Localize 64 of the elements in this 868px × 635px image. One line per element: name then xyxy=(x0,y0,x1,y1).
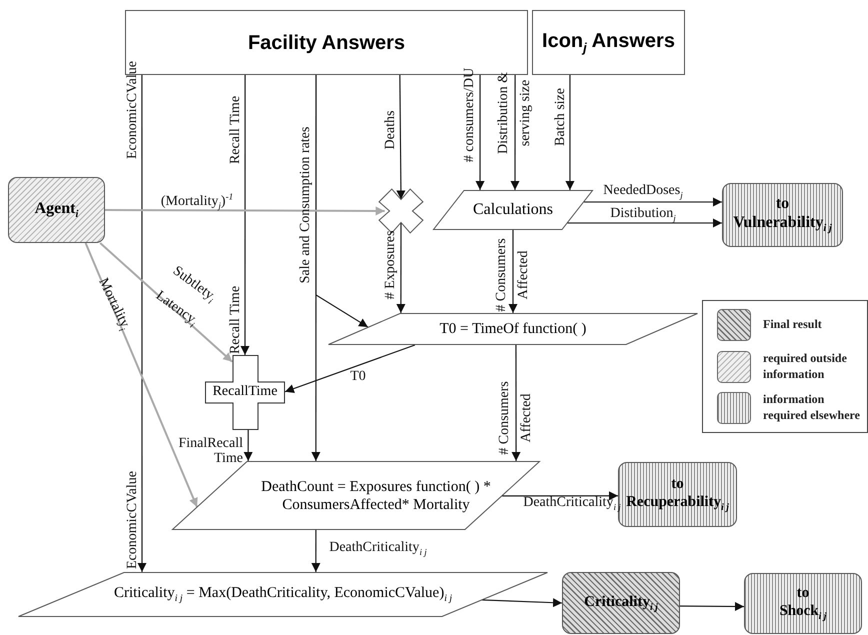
edge-label: T0 xyxy=(350,369,366,385)
arrow xyxy=(315,75,368,328)
arrow xyxy=(396,75,406,200)
edge-label: (Mortality$_{j}$)$^{-1}$ xyxy=(160,190,234,213)
arrow xyxy=(584,198,722,206)
edge-label: # Exposures xyxy=(383,230,399,300)
node-text: DeathCount = Exposures function( ) * ConsumersAffected* Mortality xyxy=(260,478,492,514)
node-text: Icon$_{j}$ Answers xyxy=(542,29,675,56)
edge-label: DeathCriticality$_{i j}$ xyxy=(329,540,427,559)
arrow xyxy=(396,224,406,313)
edge-label: EconomicCValue xyxy=(125,61,141,159)
input-box xyxy=(532,10,685,75)
arrow xyxy=(680,602,744,611)
process-parallelogram xyxy=(433,190,593,230)
result-box xyxy=(562,572,680,634)
edge-label: Deaths xyxy=(383,110,399,150)
edge-label: # Consumers Affected xyxy=(496,380,535,457)
edge-label: # consumers/DU xyxy=(462,68,478,162)
node-text: to Recuperability$_{i j}$ xyxy=(626,475,729,514)
line-label: EconomicCValue xyxy=(125,471,141,569)
arrow xyxy=(565,75,574,190)
node-text: Agent$_{i}$ xyxy=(34,198,78,222)
edge-label: FinalRecall Time xyxy=(177,436,243,466)
output-box xyxy=(618,462,737,527)
arrow xyxy=(512,345,521,461)
arrow xyxy=(510,75,520,190)
edge-label: Batch size xyxy=(553,88,569,146)
arrow xyxy=(138,75,147,572)
node-text: to Vulnerability$_{i j}$ xyxy=(733,194,832,236)
legend-text: information required elsewhere xyxy=(763,392,861,424)
arrow xyxy=(84,242,198,508)
output-box xyxy=(744,573,862,634)
node-text: to Shock$_{i j}$ xyxy=(779,584,827,623)
node-text: RecallTime xyxy=(212,384,278,401)
arrow xyxy=(99,242,233,362)
node-text: Calculations xyxy=(473,200,553,220)
arrow xyxy=(481,598,562,608)
arrow xyxy=(567,218,722,228)
process-parallelogram xyxy=(18,572,548,617)
node-text: T0 = TimeOf function( ) xyxy=(440,320,586,338)
arrow xyxy=(284,344,416,393)
line-label: Recall Time xyxy=(228,286,244,354)
agent-box xyxy=(8,177,105,243)
edge-label: Recall Time xyxy=(228,96,244,164)
plus-shape xyxy=(205,355,285,430)
node-text: Criticality$_{i j}$ xyxy=(584,592,658,614)
edge-label: # Consumers Affected xyxy=(493,237,532,314)
edge-label: DeathCriticality$_{i j}$ xyxy=(523,495,621,514)
process-parallelogram xyxy=(328,313,698,345)
edge-label: Distribution & serving size xyxy=(495,70,534,156)
node-text: Facility Answers xyxy=(248,30,406,54)
arrow xyxy=(311,530,320,572)
arrow xyxy=(240,75,250,355)
node-text: Criticality$_{i j}$ = Max(DeathCriticality, EconomicCValue)$_{i j}$ xyxy=(114,584,452,605)
legend-text: required outside information xyxy=(763,350,848,382)
output-box xyxy=(722,183,843,247)
arrow xyxy=(502,491,618,500)
legend-text: Final result xyxy=(763,317,822,333)
arrow xyxy=(476,75,485,190)
arrow xyxy=(105,206,385,216)
edge-label: NeededDoses$_{j}$ xyxy=(603,183,683,202)
arrow xyxy=(244,430,253,461)
arrow xyxy=(508,230,518,313)
edge-label: Sale and Consumption rates xyxy=(298,126,314,284)
